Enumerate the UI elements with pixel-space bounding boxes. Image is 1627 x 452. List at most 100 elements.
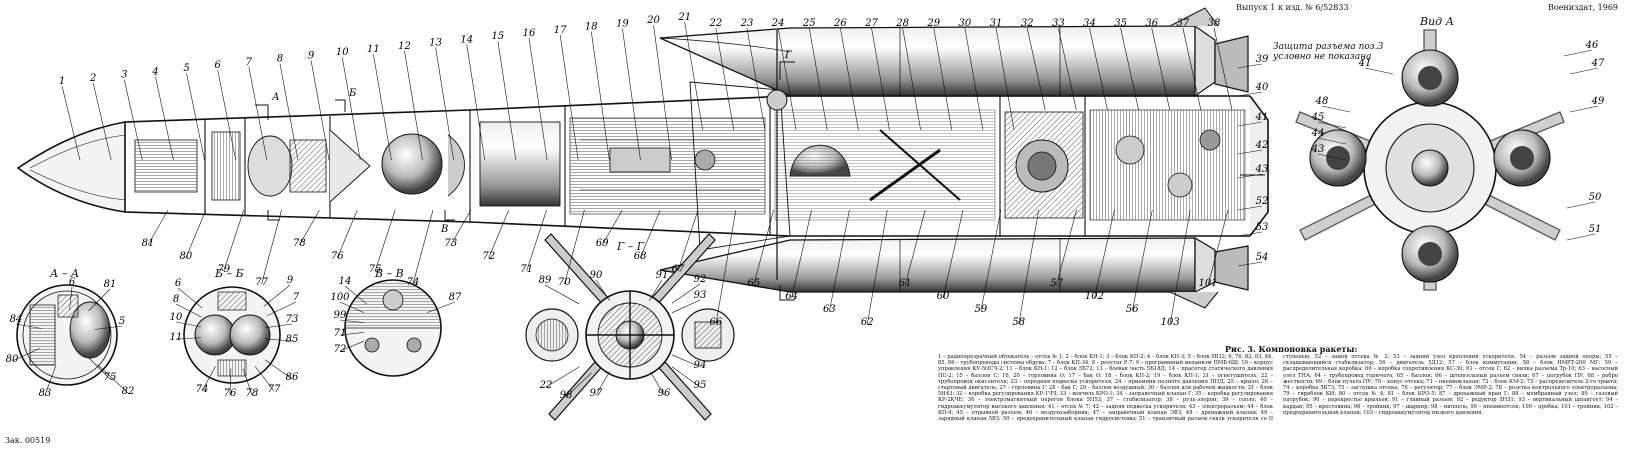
section_vv-callout-1: 100 — [330, 292, 350, 303]
main_bottom-leader-27 — [1169, 209, 1191, 325]
wing — [689, 81, 791, 251]
main_top-callout-12: 13 — [429, 38, 442, 49]
lower-booster — [659, 236, 1249, 309]
main_right-callout-1: 40 — [1255, 82, 1269, 93]
main_right-callout-4: 43 — [1255, 164, 1269, 175]
section_bb-leader-4 — [175, 321, 202, 328]
main_top-leader-25 — [840, 27, 859, 131]
view_a-leader-9 — [1566, 233, 1596, 241]
main_right-leader-6 — [1237, 231, 1263, 237]
main_bottom-callout-22: 59 — [974, 304, 987, 315]
main_top-callout-23: 24 — [771, 18, 785, 29]
section_gg-leader-0 — [544, 284, 580, 305]
main_bottom-callout-4: 78 — [293, 238, 306, 249]
main_right-leader-7 — [1237, 261, 1263, 267]
view-a-rear — [1295, 29, 1565, 291]
main_top-callout-0: 1 — [59, 76, 65, 87]
main_bottom-leader-24 — [1056, 209, 1077, 286]
main_top-leader-7 — [279, 63, 299, 161]
view_a-leader-3 — [1317, 137, 1347, 145]
main_top-callout-37: 38 — [1208, 18, 1221, 29]
section_bb-leader-10 — [229, 368, 232, 396]
main_top-leader-26 — [871, 27, 890, 131]
main_top-leader-11 — [404, 50, 423, 161]
section_bb-callout-11: 78 — [246, 388, 259, 399]
main_bottom-callout-12: 69 — [596, 238, 609, 249]
main_top-callout-6: 7 — [246, 57, 253, 68]
section_vv-callout-0: 14 — [339, 276, 352, 287]
section_aa-callout-3: 5 — [119, 316, 125, 327]
section_bb-callout-0: 6 — [175, 278, 182, 289]
main_bottom-leader-17 — [791, 209, 812, 299]
main_top-leader-24 — [808, 27, 828, 131]
section-vv-title: В – В — [375, 267, 404, 280]
main_bottom-leader-23 — [1018, 209, 1040, 325]
section_bb-callout-1: 8 — [173, 294, 179, 305]
main_bottom-callout-25: 102 — [1085, 291, 1104, 302]
main_top-callout-35: 36 — [1145, 18, 1158, 29]
section_bb-callout-2: 9 — [287, 275, 294, 286]
main_right-leader-5 — [1237, 205, 1263, 211]
view_a-leader-4 — [1563, 49, 1593, 57]
main_top-leader-18 — [622, 28, 641, 161]
main_top-leader-6 — [248, 66, 268, 161]
main_bottom-leader-8 — [450, 209, 472, 246]
section_gg-callout-1: 90 — [590, 270, 603, 281]
main_bottom-callout-21: 60 — [937, 291, 950, 302]
order-number: Зак. 00519 — [5, 436, 51, 445]
section_vv-leader-5 — [426, 301, 456, 313]
view_a-leader-2 — [1317, 121, 1347, 129]
main_top-leader-14 — [497, 41, 517, 161]
section_gg-callout-10: 22 — [539, 380, 553, 391]
section_bb-callout-10: 76 — [224, 388, 237, 399]
main_top-leader-12 — [435, 47, 454, 161]
main_top-callout-10: 11 — [367, 44, 380, 55]
section-a-a — [16, 284, 118, 386]
section-mark-1: Б — [348, 88, 357, 99]
main_top-leader-19 — [653, 25, 672, 161]
main_top-callout-17: 18 — [585, 22, 598, 33]
view_a-leader-0 — [1364, 67, 1394, 75]
main_bottom-callout-0: 81 — [142, 238, 155, 249]
main_top-leader-5 — [217, 69, 236, 161]
view_a-leader-6 — [1569, 105, 1599, 113]
section_gg-leader-1 — [595, 279, 610, 301]
section_gg-leader-7 — [650, 371, 665, 396]
main_top-leader-2 — [123, 79, 143, 161]
section_bb-leader-1 — [175, 303, 202, 318]
main_top-leader-17 — [591, 31, 610, 161]
section_bb-callout-4: 10 — [170, 312, 183, 323]
section_bb-leader-5 — [264, 323, 293, 329]
main_bottom-leader-13 — [639, 209, 661, 259]
view_a-leader-1 — [1321, 105, 1351, 113]
main_top-leader-10 — [373, 53, 392, 161]
view_a-leader-7 — [1317, 153, 1347, 161]
view_a-leader-8 — [1566, 201, 1596, 209]
connector-note: Защита разъема поз.3 условно не показана — [1273, 42, 1383, 62]
view_a-callout-0: 41 — [1358, 58, 1372, 69]
main_top-callout-24: 25 — [802, 18, 816, 29]
main_bottom-callout-2: 79 — [217, 264, 230, 275]
note-line-1: Защита разъема поз.3 — [1273, 42, 1384, 52]
main_top-callout-28: 29 — [926, 18, 940, 29]
main_top-callout-3: 4 — [151, 66, 158, 77]
main_top-leader-35 — [1151, 27, 1171, 111]
section_gg-callout-3: 92 — [694, 274, 707, 285]
main_bottom-leader-25 — [1094, 209, 1115, 299]
main_top-callout-33: 34 — [1083, 18, 1096, 29]
main_bottom-leader-1 — [185, 209, 207, 259]
main_right-leader-3 — [1237, 149, 1263, 155]
main_bottom-leader-21 — [942, 209, 964, 299]
main_top-leader-34 — [1120, 27, 1139, 111]
section_vv-leader-1 — [339, 301, 364, 313]
section_aa-leader-2 — [15, 323, 42, 329]
section_aa-callout-4: 80 — [6, 354, 19, 365]
section_gg-callout-6: 95 — [694, 380, 707, 391]
main_bottom-callout-14: 67 — [672, 264, 685, 275]
main_top-callout-9: 10 — [336, 47, 349, 58]
main_bottom-callout-5: 76 — [331, 251, 344, 262]
section_vv-callout-2: 99 — [334, 310, 347, 321]
main_bottom-callout-9: 72 — [482, 251, 495, 262]
section_aa-leader-7 — [97, 364, 129, 394]
